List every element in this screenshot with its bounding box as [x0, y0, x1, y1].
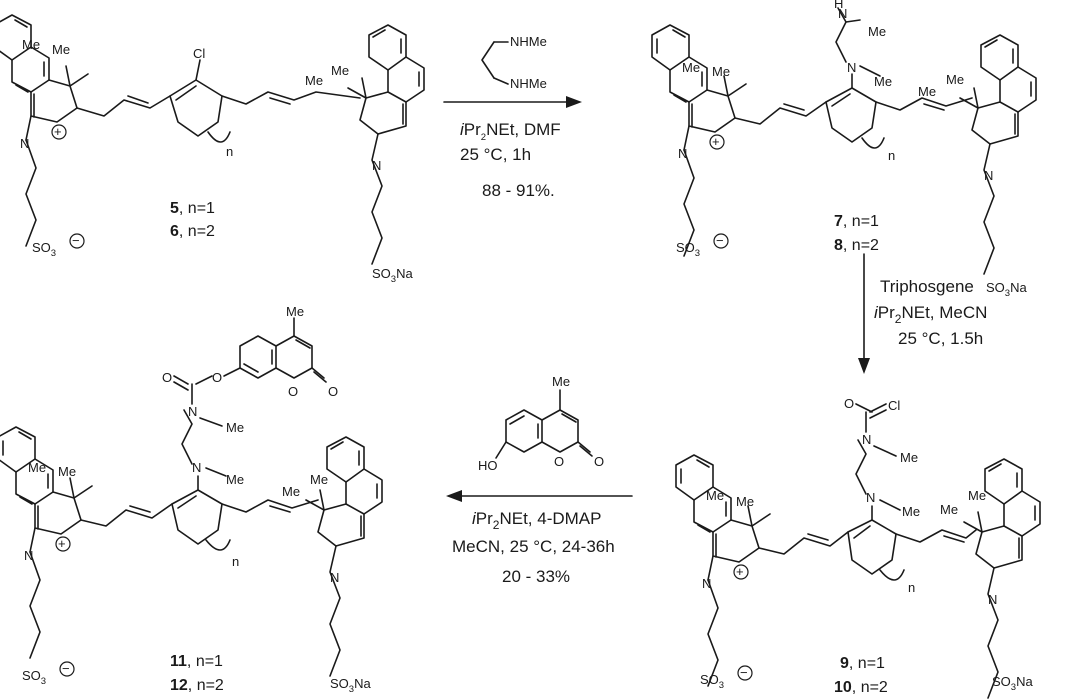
nitrogen-label: N [988, 592, 997, 607]
minus-charge: − [716, 233, 724, 248]
reagent-nhme-bottom: NHMe [510, 76, 547, 91]
me-label: Me [940, 502, 958, 517]
chlorine-label: Cl [888, 398, 900, 413]
compound-9-10: N N O Cl Me Me Me Me Me Me N + N n SO3 −… [675, 396, 1041, 699]
sulfonate-na-label: SO3Na [330, 676, 371, 695]
minus-charge: − [72, 233, 80, 248]
compound-label-6: 6, n=2 [170, 223, 215, 240]
sulfonate-label: SO3 [676, 240, 700, 259]
step1-condition-base: iPr2NEt, DMF [460, 120, 561, 143]
me-label: Me [968, 488, 986, 503]
compound-11-12: Me O O O O N N Me Me Me Me Me Me N + N n… [0, 304, 383, 695]
sulfonate-label: SO3 [22, 668, 46, 687]
nitrogen-label: N [372, 158, 381, 173]
nitrogen-label: N [24, 548, 33, 563]
me-label: Me [286, 304, 304, 319]
nitrogen-label: N [866, 490, 875, 505]
oxygen-label: O [844, 396, 854, 411]
me-label: Me [736, 494, 754, 509]
reaction-step-3: Me HO O O iPr2NEt, 4-DMAP MeCN, 25 °C, 2… [446, 374, 633, 586]
nitrogen-label: N [192, 460, 201, 475]
me-label: Me [28, 460, 46, 475]
sulfonate-na-label: SO3Na [372, 266, 413, 285]
plus-charge: + [712, 134, 720, 149]
me-label: Me [946, 72, 964, 87]
step2-condition-temp: 25 °C, 1.5h [898, 329, 983, 348]
compound-7-8: N N H Me Me Me Me Me Me N + N n SO3 − SO… [651, 0, 1037, 299]
step1-yield: 88 - 91%. [482, 181, 555, 200]
h-label: H [834, 0, 843, 11]
nitrogen-label: N [984, 168, 993, 183]
oxygen-label: O [288, 384, 298, 399]
compound-label-12: 12, n=2 [170, 677, 224, 694]
ring-size-n: n [888, 148, 895, 163]
sulfonate-label: SO3 [32, 240, 56, 259]
nitrogen-label: N [20, 136, 29, 151]
me-label: Me [331, 63, 349, 78]
nitrogen-label: N [188, 404, 197, 419]
oxygen-label: O [162, 370, 172, 385]
ring-size-n: n [226, 144, 233, 159]
nitrogen-label: N [678, 146, 687, 161]
me-label: Me [22, 37, 40, 52]
step3-yield: 20 - 33% [502, 567, 570, 586]
plus-charge: + [58, 536, 66, 551]
compound-label-8: 8, n=2 [834, 237, 879, 254]
compound-5-6: Cl Me Me Me Me N + N n SO3 − SO3Na 5, n=… [0, 14, 425, 285]
plus-charge: + [54, 124, 62, 139]
reaction-step-2: Triphosgene iPr2NEt, MeCN 25 °C, 1.5h [858, 253, 987, 374]
plus-charge: + [736, 564, 744, 579]
oxygen-label: O [212, 370, 222, 385]
me-label: Me [226, 472, 244, 487]
compound-label-7: 7, n=1 [834, 213, 879, 230]
me-label: Me [868, 24, 886, 39]
oxygen-label: O [328, 384, 338, 399]
reagent-me-label: Me [552, 374, 570, 389]
me-label: Me [712, 64, 730, 79]
reagent-ho-label: HO [478, 458, 498, 473]
ring-size-n: n [908, 580, 915, 595]
compound-label-10: 10, n=2 [834, 679, 888, 696]
step2-reagent: Triphosgene [880, 277, 974, 296]
me-label: Me [706, 488, 724, 503]
sulfonate-na-label: SO3Na [992, 674, 1033, 693]
nitrogen-label: N [847, 60, 856, 75]
minus-charge: − [740, 665, 748, 680]
reagent-carbonyl-oxygen: O [594, 454, 604, 469]
chlorine-label: Cl [193, 46, 205, 61]
step2-condition-base: iPr2NEt, MeCN [874, 303, 987, 326]
step3-condition-base: iPr2NEt, 4-DMAP [472, 509, 602, 532]
me-label: Me [310, 472, 328, 487]
minus-charge: − [62, 661, 70, 676]
me-label: Me [58, 464, 76, 479]
sulfonate-na-label: SO3Na [986, 280, 1027, 299]
nitrogen-label: N [862, 432, 871, 447]
me-label: Me [52, 42, 70, 57]
reagent-ring-oxygen: O [554, 454, 564, 469]
sulfonate-label: SO3 [700, 672, 724, 691]
me-label: Me [226, 420, 244, 435]
nitrogen-label: N [330, 570, 339, 585]
step3-condition-temp: MeCN, 25 °C, 24-36h [452, 537, 615, 556]
nitrogen-label: N [838, 6, 847, 21]
me-label: Me [902, 504, 920, 519]
reaction-step-1: NHMe NHMe iPr2NEt, DMF 25 °C, 1h 88 - 91… [443, 34, 582, 200]
me-label: Me [918, 84, 936, 99]
compound-label-5: 5, n=1 [170, 200, 215, 217]
me-label: Me [874, 74, 892, 89]
nitrogen-label: N [702, 576, 711, 591]
me-label: Me [682, 60, 700, 75]
reagent-nhme-top: NHMe [510, 34, 547, 49]
ring-size-n: n [232, 554, 239, 569]
me-label: Me [282, 484, 300, 499]
me-label: Me [900, 450, 918, 465]
step1-condition-temp: 25 °C, 1h [460, 145, 531, 164]
me-label: Me [305, 73, 323, 88]
compound-label-9: 9, n=1 [840, 655, 885, 672]
compound-label-11: 11, n=1 [170, 653, 223, 670]
